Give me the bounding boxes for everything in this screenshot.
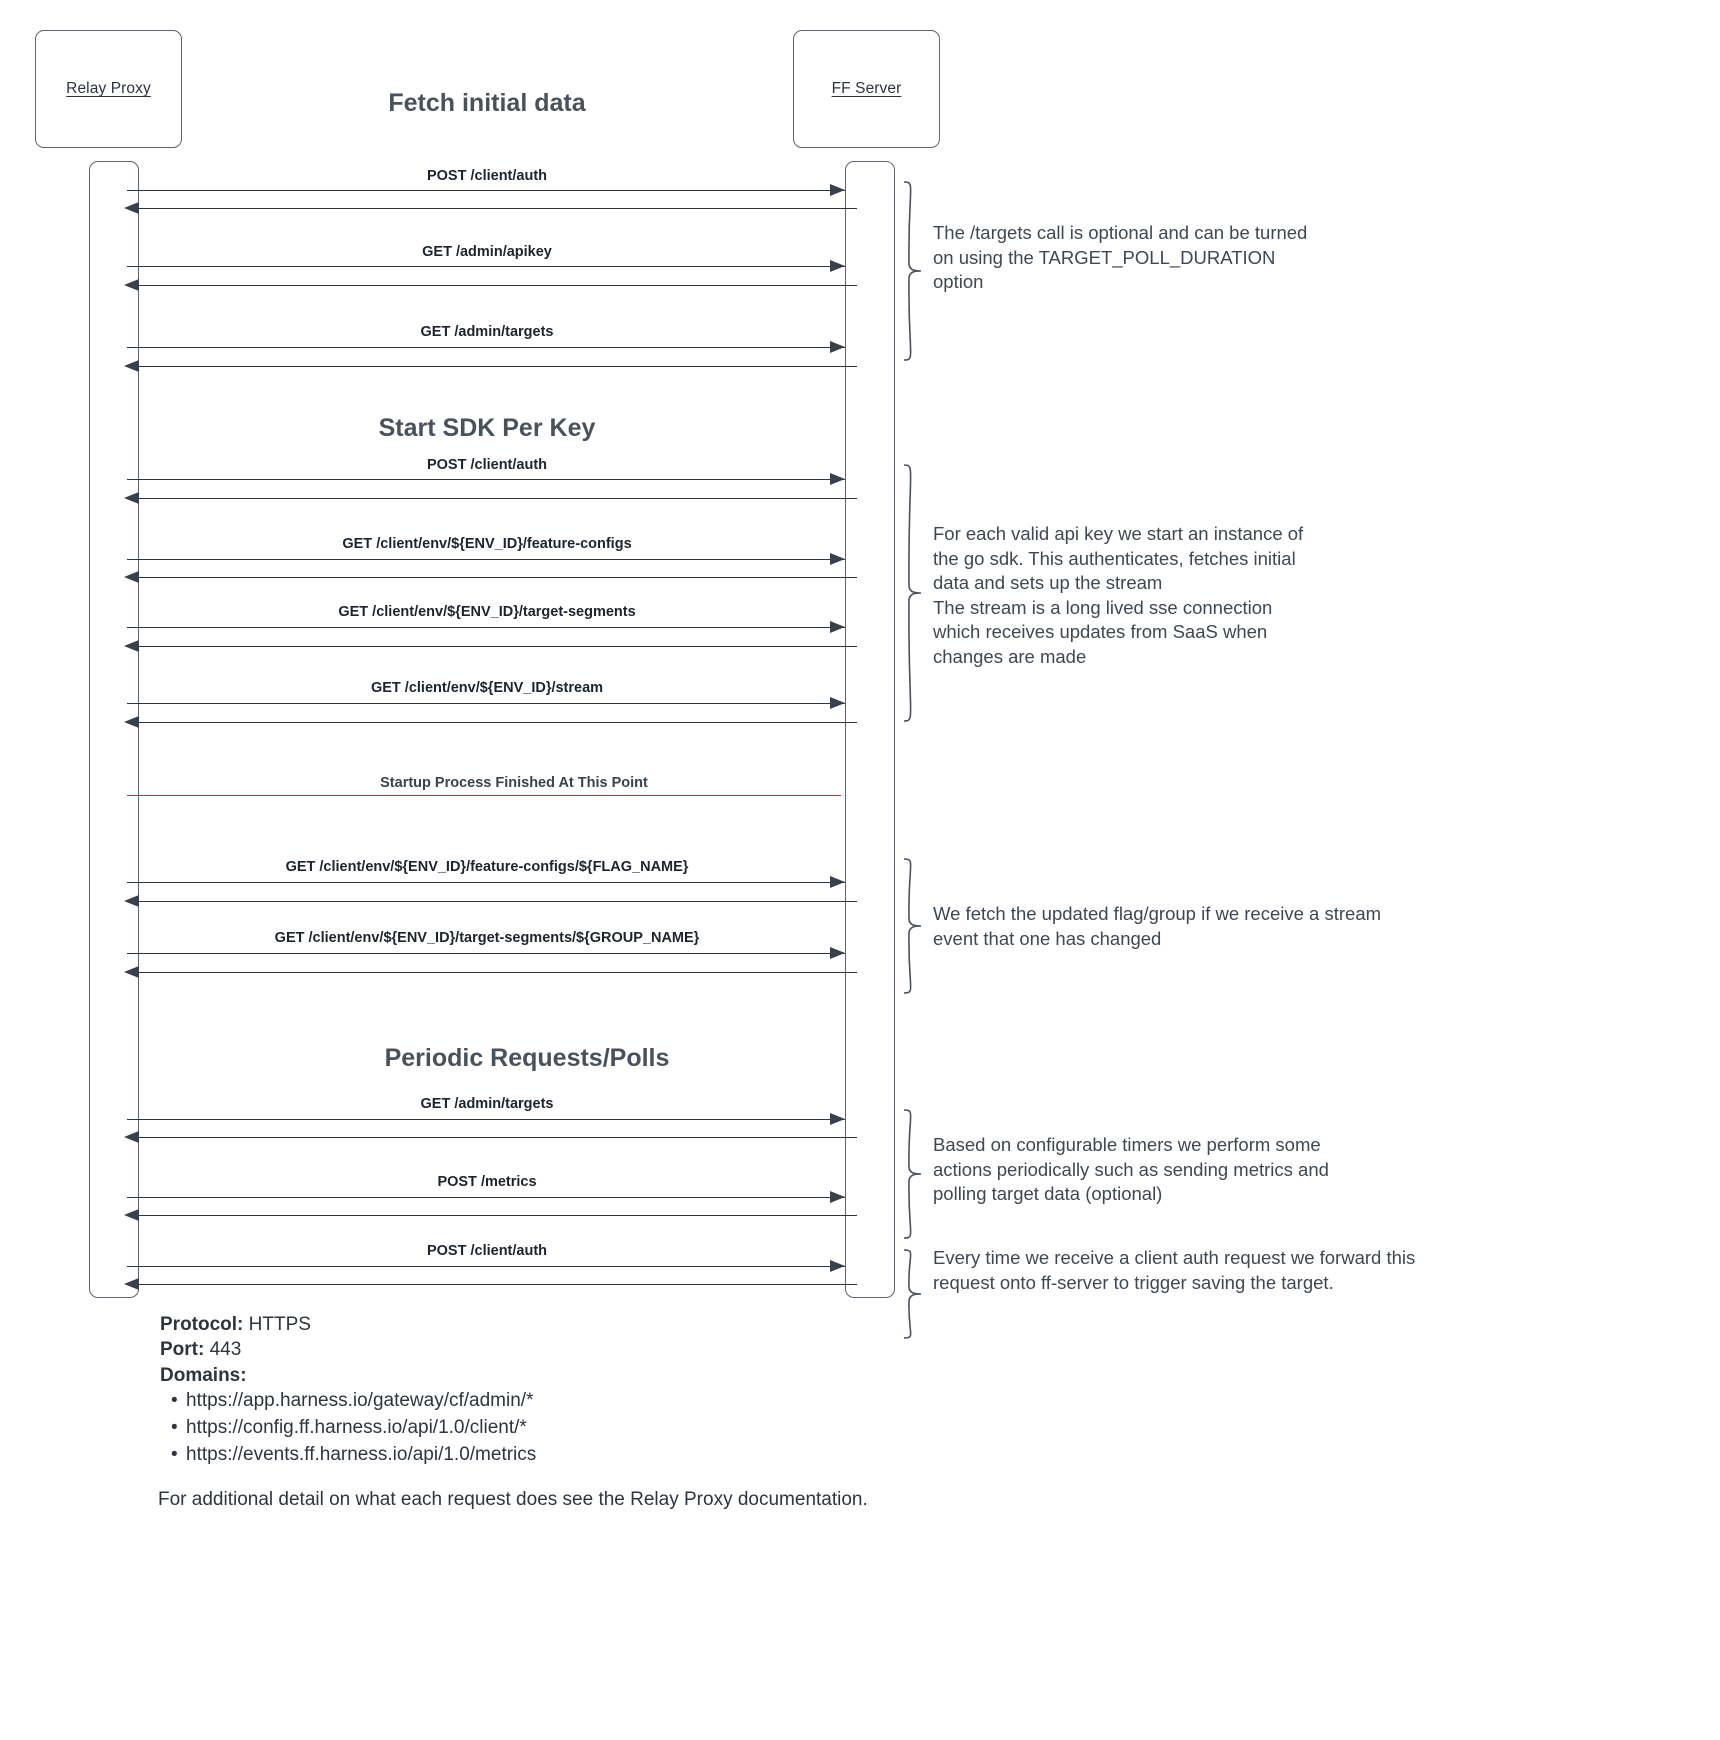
footer-protocol-key: Protocol: [160,1314,244,1335]
participant-label-relay-proxy: Relay Proxy [66,80,151,97]
message-label-m9: GET /client/env/${ENV_ID}/target-segment… [274,930,700,946]
message-line-m6-response [139,646,857,647]
arrow-head-m1-request [830,183,845,196]
message-line-m1-request [127,190,845,191]
lifeline-relay-proxy [89,161,139,1298]
arrow-head-m11-request [830,1190,845,1203]
note-configurable-timers: Based on configurable timers we perform … [933,1134,1329,1205]
footer-row-port: Port: 443 [160,1337,536,1362]
footer-row-protocol: Protocol: HTTPS [160,1312,536,1337]
brace-note-stream-update [900,857,924,995]
divider-line-startup-finished [127,795,841,796]
message-line-m11-request [127,1197,845,1198]
footer-port-key: Port: [160,1339,205,1361]
message-line-m3-request [127,347,845,348]
message-line-m7-response [139,722,857,723]
list-item: https://app.harness.io/gateway/cf/admin/… [171,1388,536,1415]
arrow-head-m12-request [830,1259,845,1272]
arrow-head-m2-response [124,278,139,291]
footer-protocol-value: HTTPS [248,1314,311,1335]
footer-domains-key: Domains: [160,1364,247,1386]
note-client-auth-forward: Every time we receive a client auth requ… [933,1247,1416,1293]
brace-note-configurable-timers [900,1108,924,1240]
arrow-head-m7-response [124,715,139,728]
message-line-m12-request [127,1266,845,1267]
section-title-start-sdk-per-key: Start SDK Per Key [378,414,596,442]
message-line-m8-response [139,901,857,902]
footer-port-value: 443 [209,1339,242,1361]
arrow-head-m12-response [124,1277,139,1290]
message-label-m4: POST /client/auth [426,457,548,473]
footer-documentation-note: For additional detail on what each reque… [158,1489,868,1510]
message-label-m3: GET /admin/targets [420,324,554,340]
arrow-head-m3-request [830,340,845,353]
message-label-m2: GET /admin/apikey [422,244,552,260]
arrow-head-m1-response [124,201,139,214]
arrow-head-m8-request [830,875,845,888]
footer-info-block: Protocol: HTTPS Port: 443 Domains: https… [160,1312,536,1469]
message-line-m2-response [139,285,857,286]
participant-box-relay-proxy[interactable]: Relay Proxy [35,30,182,148]
message-line-m1-response [139,208,857,209]
message-line-m12-response [139,1284,857,1285]
brace-note-sdk-instance [900,463,924,723]
arrow-head-m2-request [830,259,845,272]
message-line-m11-response [139,1215,857,1216]
message-line-m7-request [127,703,845,704]
arrow-head-m9-request [830,946,845,959]
message-line-m5-response [139,577,857,578]
list-item: https://events.ff.harness.io/api/1.0/met… [171,1442,536,1469]
message-label-m7: GET /client/env/${ENV_ID}/stream [370,680,604,696]
message-line-m10-response [139,1137,857,1138]
arrow-head-m4-request [830,472,845,485]
note-sdk-instance: For each valid api key we start an insta… [933,523,1304,667]
section-title-periodic-requests-polls: Periodic Requests/Polls [384,1044,670,1072]
footer-domain-list: https://app.harness.io/gateway/cf/admin/… [160,1388,536,1469]
brace-note-targets-optional [900,180,924,362]
message-line-m4-response [139,498,857,499]
arrow-head-m5-request [830,552,845,565]
arrow-head-m7-request [830,696,845,709]
participant-box-ff-server[interactable]: FF Server [793,30,940,148]
arrow-head-m10-request [830,1112,845,1125]
message-line-m10-request [127,1119,845,1120]
arrow-head-m11-response [124,1208,139,1221]
arrow-head-m8-response [124,894,139,907]
participant-label-ff-server: FF Server [831,80,902,97]
arrow-head-m3-response [124,359,139,372]
message-line-m4-request [127,479,845,480]
arrow-head-m9-response [124,965,139,978]
arrow-head-m4-response [124,491,139,504]
message-label-m12: POST /client/auth [426,1243,548,1259]
section-title-fetch-initial-data: Fetch initial data [388,89,586,117]
arrow-head-m6-response [124,639,139,652]
message-line-m5-request [127,559,845,560]
message-label-m6: GET /client/env/${ENV_ID}/target-segment… [338,604,636,620]
message-line-m3-response [139,366,857,367]
message-line-m9-request [127,953,845,954]
message-label-m1: POST /client/auth [426,168,548,184]
note-stream-update: We fetch the updated flag/group if we re… [933,903,1382,949]
arrow-head-m10-response [124,1130,139,1143]
message-line-m6-request [127,627,845,628]
note-targets-optional: The /targets call is optional and can be… [933,222,1308,293]
message-label-m11: POST /metrics [437,1174,537,1190]
message-label-m8: GET /client/env/${ENV_ID}/feature-config… [285,859,689,875]
list-item: https://config.ff.harness.io/api/1.0/cli… [171,1415,536,1442]
divider-label-startup-finished: Startup Process Finished At This Point [380,775,648,791]
message-line-m8-request [127,882,845,883]
lifeline-ff-server [845,161,895,1298]
message-line-m2-request [127,266,845,267]
message-label-m5: GET /client/env/${ENV_ID}/feature-config… [342,536,632,552]
brace-note-client-auth-forward [900,1248,924,1340]
arrow-head-m6-request [830,620,845,633]
arrow-head-m5-response [124,570,139,583]
message-line-m9-response [139,972,857,973]
message-label-m10: GET /admin/targets [420,1096,554,1112]
